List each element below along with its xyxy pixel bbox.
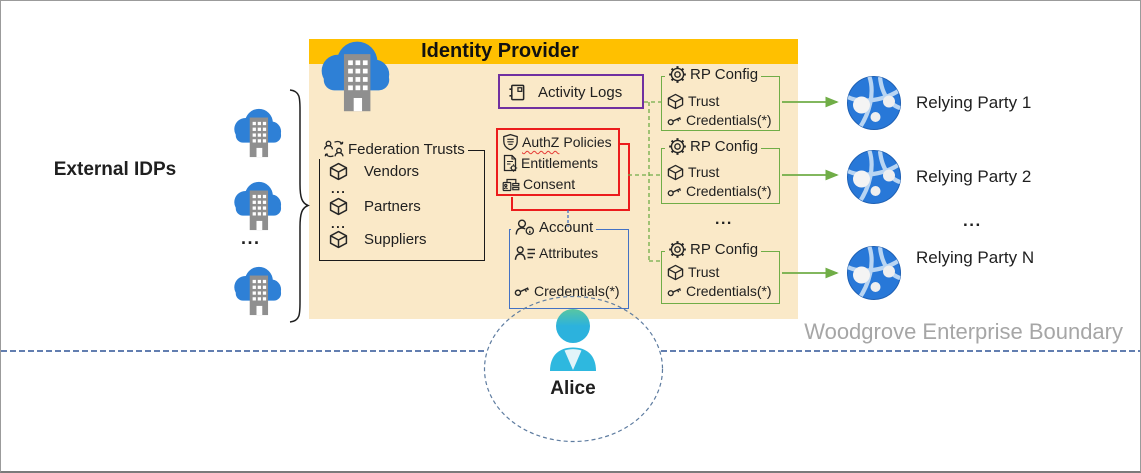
account-box: Account Attributes Credentials(*) xyxy=(509,218,629,309)
idp-header-bar xyxy=(309,39,798,64)
rp-trust: Trust xyxy=(688,264,720,280)
authz-item: Consent xyxy=(523,176,576,192)
gear-icon xyxy=(668,240,687,259)
identity-provider-box: Identity Provider Activity Logs Federati… xyxy=(309,39,798,319)
federation-ellipsis: ... xyxy=(331,181,347,196)
rp-trust: Trust xyxy=(688,164,720,180)
federation-item: Vendors xyxy=(364,162,420,180)
account-attributes: Attributes xyxy=(539,245,599,261)
external-idps-label: External IDPs xyxy=(53,159,177,180)
federation-ellipsis: ... xyxy=(331,216,347,231)
shield-icon xyxy=(502,133,519,151)
account-info-icon xyxy=(514,218,536,236)
federation-trusts-title: Federation Trusts xyxy=(348,140,465,158)
external-idp-cloud-icon xyxy=(227,263,285,317)
idp-cloud-icon xyxy=(311,36,395,114)
cube-icon xyxy=(329,230,348,249)
federation-icon xyxy=(322,139,346,159)
consent-icon xyxy=(502,176,520,192)
cube-icon xyxy=(667,164,684,181)
external-idps-ellipsis: ... xyxy=(241,228,261,248)
authz-item: Entitlements xyxy=(521,155,599,171)
external-idp-cloud-icon xyxy=(227,178,285,232)
journal-icon xyxy=(508,83,526,102)
idp-title: Identity Provider xyxy=(421,40,579,62)
rp-config-title: RP Config xyxy=(690,138,759,155)
alice-person-icon xyxy=(541,307,605,373)
cube-icon xyxy=(667,93,684,110)
brace-icon xyxy=(288,88,310,324)
relying-party-globe-icon xyxy=(846,75,902,131)
rp-config-box-3: RP Config Trust Credentials(*) xyxy=(661,240,780,304)
authz-word: AuthZ xyxy=(522,134,560,150)
key-icon xyxy=(667,285,683,298)
rp-credentials: Credentials(*) xyxy=(686,183,772,199)
federation-item: Partners xyxy=(364,197,421,215)
rp-trust: Trust xyxy=(688,93,720,109)
rp-credentials: Credentials(*) xyxy=(686,283,772,299)
relying-party-label: Relying Party 1 xyxy=(916,93,1032,112)
federation-item: Suppliers xyxy=(364,230,427,248)
key-icon xyxy=(667,185,683,198)
attributes-icon xyxy=(514,245,536,261)
account-title: Account xyxy=(539,218,594,236)
rp-config-ellipsis: ... xyxy=(715,211,733,228)
cube-icon xyxy=(329,197,348,216)
rp-config-title: RP Config xyxy=(690,66,759,83)
relying-party-globe-icon xyxy=(846,245,902,301)
account-credentials: Credentials(*) xyxy=(534,283,620,299)
gear-icon xyxy=(668,65,687,84)
rp-credentials: Credentials(*) xyxy=(686,112,772,128)
external-idp-cloud-icon xyxy=(227,105,285,159)
alice-name: Alice xyxy=(550,378,596,399)
authz-rest: Policies xyxy=(563,134,612,150)
enterprise-boundary-label: Woodgrove Enterprise Boundary xyxy=(804,319,1123,344)
key-icon xyxy=(514,284,531,298)
rp-config-title: RP Config xyxy=(690,241,759,258)
rp-config-box-2: RP Config Trust Credentials(*) xyxy=(661,137,780,204)
federation-trusts-group: Federation Trusts Vendors ... Partners .… xyxy=(319,139,485,261)
gear-icon xyxy=(668,137,687,156)
cube-icon xyxy=(329,162,348,181)
rp-config-box-1: RP Config Trust Credentials(*) xyxy=(661,65,780,131)
activity-logs-box: Activity Logs xyxy=(498,74,644,109)
cube-icon xyxy=(667,264,684,281)
key-icon xyxy=(667,114,683,127)
relying-party-ellipsis: ... xyxy=(963,211,982,230)
activity-logs-label: Activity Logs xyxy=(538,83,623,101)
relying-party-label: Relying Party N xyxy=(916,248,1035,267)
document-gear-icon xyxy=(502,154,518,172)
relying-party-label: Relying Party 2 xyxy=(916,167,1032,186)
relying-party-globe-icon xyxy=(846,149,902,205)
